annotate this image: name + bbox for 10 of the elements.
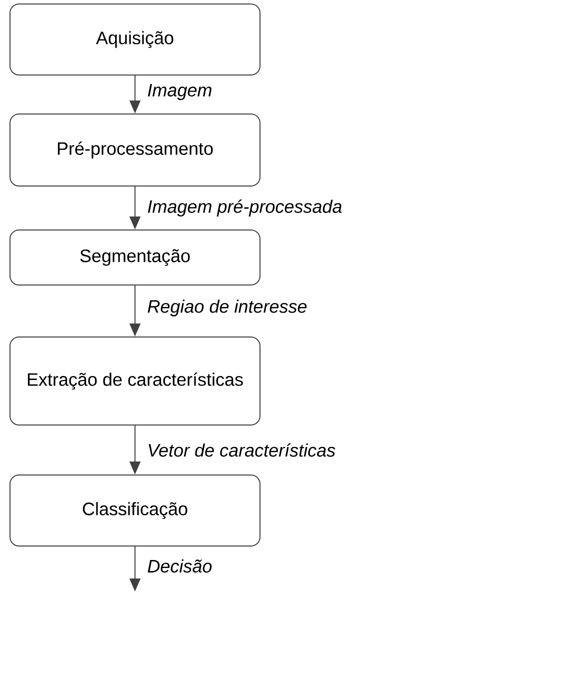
edge-label: Vetor de características <box>146 442 337 458</box>
edge-label: Imagem pré-processada <box>146 198 344 218</box>
process-box: Classificação <box>10 474 260 546</box>
process-box: Segmentação <box>10 230 260 286</box>
edge-label: Decisão <box>146 558 214 574</box>
process-box: Pré-processamento <box>10 114 260 186</box>
edge-label: Imagem <box>146 82 214 102</box>
process-box: Extração de características <box>10 336 260 426</box>
process-box: Aquisição <box>10 4 260 76</box>
edge-label: Regiao de interesse <box>146 298 308 318</box>
